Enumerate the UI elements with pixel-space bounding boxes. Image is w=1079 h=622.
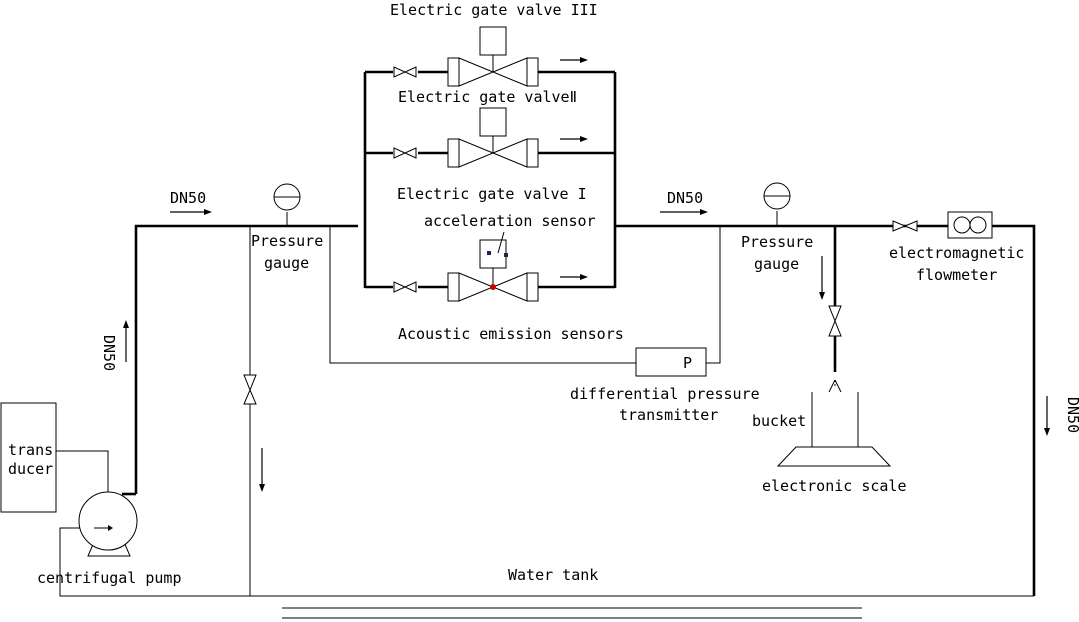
- transducer-label-line1: trans: [8, 441, 53, 459]
- label-acceleration-sensor: acceleration sensor: [424, 212, 596, 230]
- electric-gate-valve-ii[interactable]: [447, 107, 539, 168]
- label-dp-transmitter-1: differential pressure: [570, 385, 760, 403]
- bucket-valve[interactable]: [828, 305, 842, 337]
- arrow-branch-ii: [560, 136, 588, 142]
- label-electric-gate-valve-iii: Electric gate valve III: [390, 1, 598, 19]
- arrow-return-down: [1044, 396, 1050, 436]
- label-pressure-gauge-right-2: gauge: [754, 255, 799, 273]
- inline-valve-ii[interactable]: [393, 147, 417, 159]
- centrifugal-pump: [78, 491, 138, 557]
- arrow-bypass-down: [259, 448, 265, 492]
- bucket-and-scale: [776, 379, 892, 467]
- electric-gate-valve-iii[interactable]: [447, 26, 539, 87]
- label-water-tank: Water tank: [508, 566, 598, 584]
- label-acoustic-emission-sensors: Acoustic emission sensors: [398, 325, 624, 343]
- label-pressure-gauge-left-1: Pressure: [251, 232, 323, 250]
- arrow-branch-i: [560, 274, 588, 280]
- arrow-inlet: [170, 209, 212, 215]
- acoustic-emission-sensor-dot: [490, 284, 496, 290]
- inline-valve-i[interactable]: [393, 281, 417, 293]
- label-electric-gate-valve-ii: Electric gate valveⅡ: [398, 88, 577, 106]
- label-bucket: bucket: [752, 412, 806, 430]
- transducer: trans ducer: [0, 402, 57, 513]
- label-centrifugal-pump: centrifugal pump: [37, 569, 182, 587]
- flow-arrows: [123, 57, 1050, 492]
- inline-valve-iii[interactable]: [393, 66, 417, 78]
- pressure-gauge-left: [273, 183, 301, 226]
- thin-lines: [56, 226, 1034, 619]
- arrow-riser-up: [123, 320, 129, 362]
- differential-pressure-transmitter: P: [635, 347, 707, 377]
- label-electric-gate-valve-i: Electric gate valve I: [397, 185, 587, 203]
- labels: Electric gate valve III Electric gate va…: [37, 1, 1079, 587]
- label-flowmeter-1: electromagnetic: [889, 244, 1024, 262]
- bypass-valve[interactable]: [243, 374, 257, 405]
- label-dn50-outlet: DN50: [667, 189, 703, 207]
- acceleration-sensor-marker-right: [504, 253, 508, 257]
- arrow-outlet: [660, 209, 708, 215]
- electric-gate-valve-i[interactable]: [447, 231, 539, 302]
- label-flowmeter-2: flowmeter: [916, 266, 997, 284]
- electromagnetic-flowmeter: [947, 211, 993, 239]
- pressure-gauge-right: [763, 182, 791, 226]
- arrow-branch-iii: [560, 57, 588, 63]
- arrow-bucket-down: [819, 256, 825, 300]
- flowmeter-valve[interactable]: [892, 220, 918, 232]
- acceleration-sensor-marker-left: [487, 251, 491, 255]
- label-pressure-gauge-left-2: gauge: [264, 254, 309, 272]
- label-pressure-gauge-right-1: Pressure: [741, 233, 813, 251]
- label-dn50-inlet: DN50: [170, 189, 206, 207]
- transducer-label-line2: ducer: [8, 460, 53, 478]
- label-electronic-scale: electronic scale: [762, 477, 907, 495]
- dp-symbol: P: [683, 354, 692, 372]
- label-dn50-return: DN50: [1064, 397, 1079, 433]
- label-dn50-riser: DN50: [100, 335, 118, 371]
- main-pipeline: [122, 70, 1036, 596]
- label-dp-transmitter-2: transmitter: [619, 406, 718, 424]
